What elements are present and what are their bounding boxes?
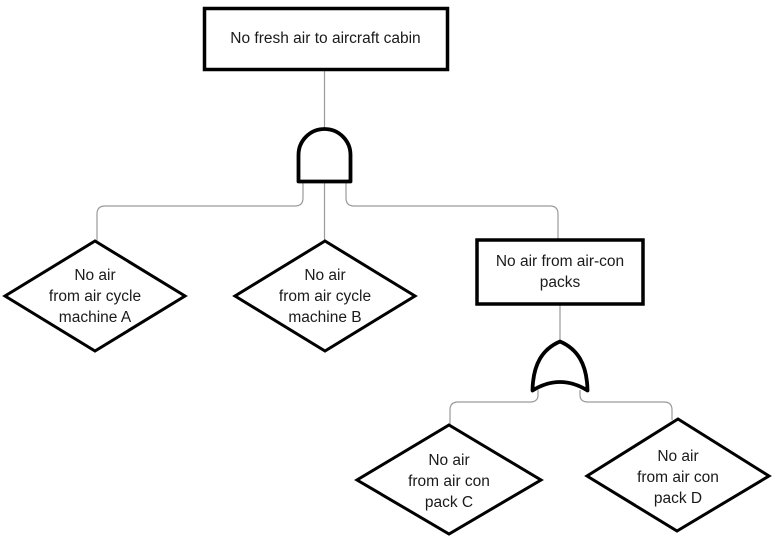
label-line: machine B: [288, 308, 362, 326]
pack-c-diamond: [354, 423, 544, 536]
label-line: No air: [428, 451, 470, 469]
label-line: pack D: [653, 489, 703, 507]
aircon-packs-box: [475, 238, 645, 306]
and-gate-icon: [296, 127, 353, 184]
label-line: No fresh air to aircraft cabin: [230, 29, 421, 47]
label-line: machine A: [58, 308, 132, 326]
label-line: from air con: [408, 472, 490, 490]
aircon-packs-label: No air from air-con packs: [477, 240, 643, 304]
label-line: No air from air-con: [495, 253, 625, 270]
label-line: No air: [657, 447, 699, 465]
machine-b-diamond: [232, 239, 418, 353]
label-line: No air: [304, 266, 346, 284]
top-event-box: [202, 6, 450, 72]
connector-or-gate-to-pack-c: [449, 390, 539, 426]
label-line: from air cycle: [48, 287, 142, 305]
machine-b-label: No air from air cycle machine B: [245, 263, 405, 329]
label-line: No air: [74, 266, 116, 284]
connector-or-gate-to-pack-d: [579, 390, 673, 420]
machine-a-label: No air from air cycle machine A: [15, 263, 175, 329]
label-line: pack C: [424, 493, 474, 511]
label-line: from air cycle: [278, 287, 372, 305]
top-event-label: No fresh air to aircraft cabin: [203, 7, 448, 69]
machine-a-diamond: [2, 239, 188, 353]
or-gate-icon: [530, 339, 590, 393]
label-line: from air con: [637, 468, 719, 486]
label-line: packs: [539, 274, 581, 291]
pack-d-label: No air from air con pack D: [598, 444, 758, 510]
connector-and-gate-to-aircon-packs: [345, 182, 559, 239]
pack-c-label: No air from air con pack C: [369, 448, 529, 514]
connector-and-gate-to-machine-a: [96, 182, 304, 241]
pack-d-diamond: [584, 417, 772, 533]
